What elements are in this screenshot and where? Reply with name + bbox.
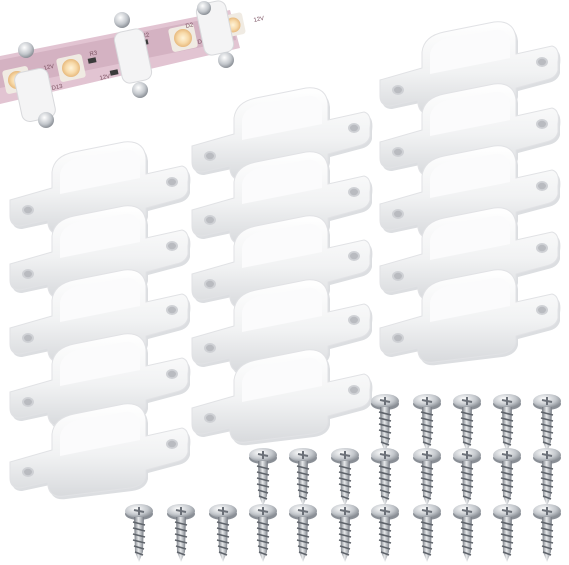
screws-row-3 bbox=[124, 503, 562, 563]
screw bbox=[370, 447, 400, 507]
screw bbox=[492, 503, 522, 563]
screw bbox=[248, 503, 278, 563]
clip-left-5 bbox=[9, 403, 191, 500]
screw bbox=[412, 393, 442, 453]
screw bbox=[492, 393, 522, 453]
screw bbox=[452, 393, 482, 453]
screw bbox=[288, 503, 318, 563]
strip-label: 12V bbox=[253, 16, 265, 24]
screw bbox=[330, 447, 360, 507]
led-strip: 12V D2 12V R3 R2 D1 D13 12V bbox=[0, 0, 265, 128]
screws-row-1 bbox=[370, 393, 562, 453]
strip-label: D13 bbox=[51, 84, 64, 92]
strip-label: D2 bbox=[185, 22, 194, 30]
screw bbox=[532, 447, 562, 507]
strip-label: D1 bbox=[197, 38, 206, 46]
screw bbox=[532, 393, 562, 453]
screw bbox=[208, 503, 238, 563]
screw bbox=[492, 447, 522, 507]
strip-clip bbox=[14, 42, 56, 128]
strip-label: R3 bbox=[89, 50, 98, 58]
screw bbox=[412, 447, 442, 507]
screw bbox=[124, 503, 154, 563]
strip-clip bbox=[195, 0, 235, 68]
strip-label: 12V bbox=[43, 64, 55, 72]
screw bbox=[370, 393, 400, 453]
screw bbox=[288, 447, 318, 507]
led-chip bbox=[56, 54, 86, 82]
strip-label: R2 bbox=[141, 32, 150, 40]
screws-row-2 bbox=[248, 447, 562, 507]
screw bbox=[248, 447, 278, 507]
screw bbox=[452, 447, 482, 507]
strip-label: 12V bbox=[99, 74, 111, 82]
led-chip bbox=[168, 24, 198, 52]
screw bbox=[166, 503, 196, 563]
clip-mid-5 bbox=[191, 349, 373, 446]
screw bbox=[412, 503, 442, 563]
screw bbox=[370, 503, 400, 563]
screw bbox=[330, 503, 360, 563]
strip-clip bbox=[113, 12, 153, 98]
screw bbox=[532, 503, 562, 563]
screw bbox=[452, 503, 482, 563]
